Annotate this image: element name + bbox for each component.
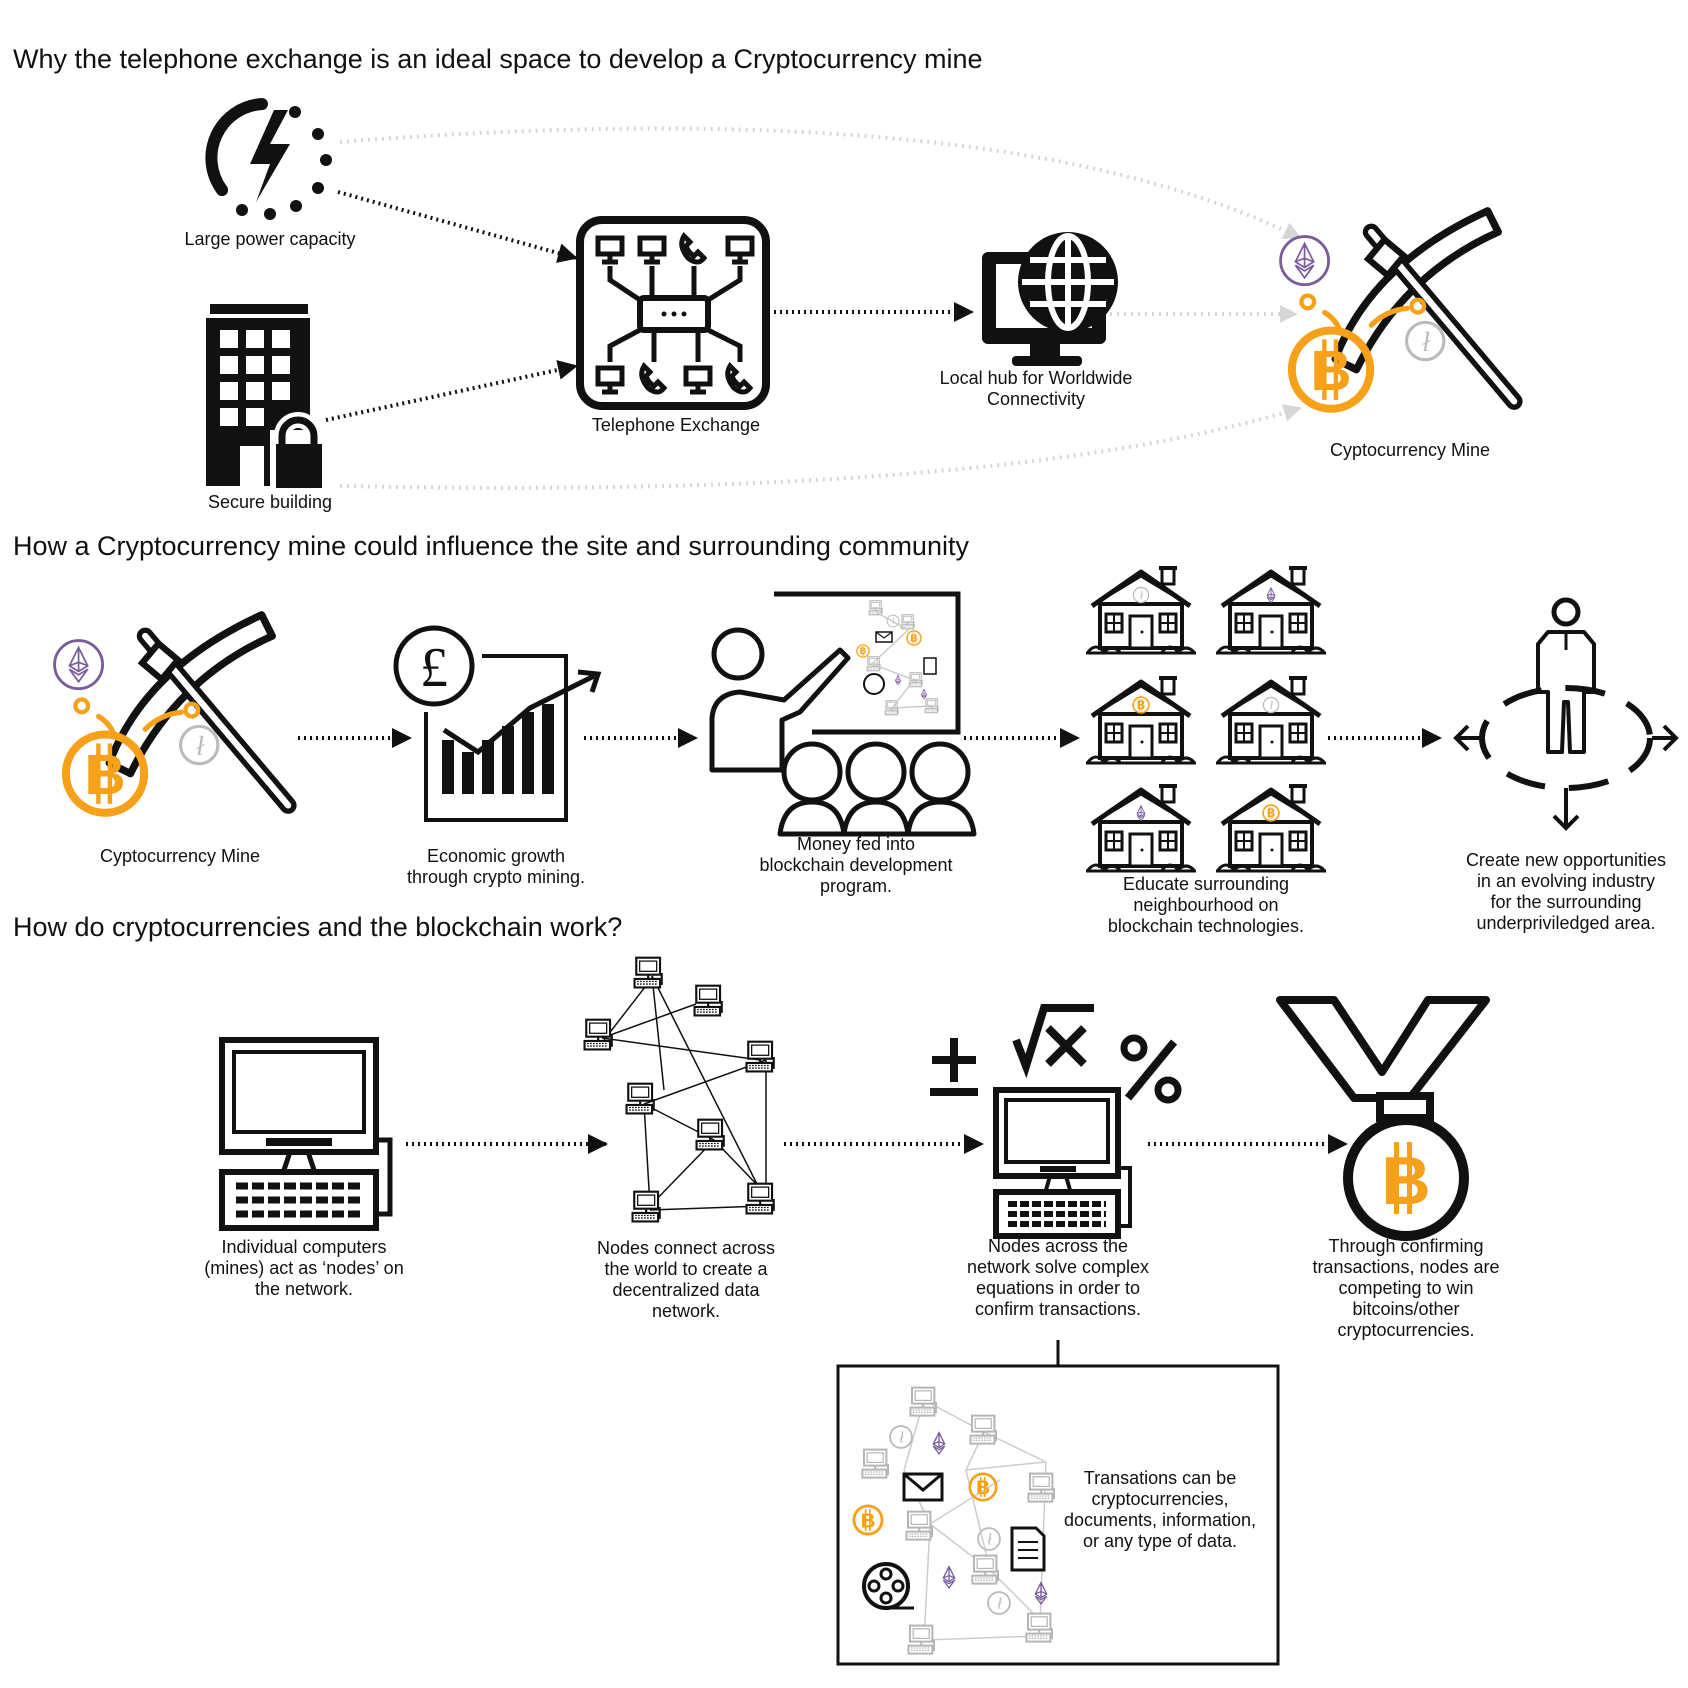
pound-growth-chart-icon: £ [393, 625, 602, 822]
mine-label: Cyptocurrency Mine [1330, 440, 1490, 460]
svg-text:B: B [1381, 1143, 1430, 1219]
program-label-line: blockchain development [759, 855, 952, 875]
house-icon [1216, 566, 1326, 653]
transaction-label-line: cryptocurrencies, [1091, 1489, 1228, 1509]
envelope-icon [902, 1472, 944, 1502]
transaction-label-line: documents, information, [1064, 1510, 1256, 1530]
network-label-line: the world to create a [604, 1259, 768, 1279]
reward-label-line: bitcoins/other [1352, 1299, 1459, 1319]
transaction-network-illustration [852, 1386, 1055, 1655]
telephone-exchange-icon [576, 216, 770, 410]
hub-label-line: Connectivity [987, 389, 1085, 409]
node-network-icon [583, 956, 775, 1223]
desktop-computer-icon [219, 1037, 393, 1231]
transaction-label-line: or any type of data. [1083, 1531, 1237, 1551]
reward-label-line: transactions, nodes are [1312, 1257, 1499, 1277]
house-icon [1086, 676, 1196, 763]
house-icon [1216, 676, 1326, 763]
computer-label-line: Individual computers [221, 1237, 386, 1257]
transaction-label-line: Transations can be [1084, 1468, 1236, 1488]
program-label-line: Money fed into [797, 834, 915, 854]
arrow-power-to-exchange [337, 190, 578, 263]
section3-title: How do cryptocurrencies and the blockcha… [13, 912, 622, 942]
building-label: Secure building [208, 492, 332, 512]
computer-label: Individual computers(mines) act as ‘node… [204, 1237, 403, 1299]
math-computer-icon [930, 1004, 1182, 1239]
solve-label-line: equations in order to [976, 1278, 1140, 1298]
network-label-line: Nodes connect across [597, 1238, 775, 1258]
solve-label-line: confirm transactions. [975, 1299, 1141, 1319]
pickaxe-coins-icon [55, 615, 289, 813]
educate-label-line: blockchain technologies. [1108, 916, 1304, 936]
growth-label-line: Economic growth [427, 846, 565, 866]
opportunity-label-line: underpriviledged area. [1476, 913, 1655, 933]
power-label: Large power capacity [184, 229, 355, 249]
opportunity-label-line: for the surrounding [1490, 892, 1641, 912]
document-icon [1010, 1526, 1046, 1572]
secure-building-icon [206, 304, 326, 488]
person-opportunities-icon [1453, 597, 1679, 831]
network-label-line: decentralized data [612, 1280, 760, 1300]
computer-label-line: the network. [255, 1279, 353, 1299]
mine-label-2: Cyptocurrency Mine [100, 846, 260, 866]
house-icon [1086, 566, 1196, 653]
network-label-line: network. [652, 1301, 720, 1321]
growth-label-line: through crypto mining. [407, 867, 585, 887]
hub-label-line: Local hub for Worldwide [940, 368, 1133, 388]
svg-text:£: £ [420, 637, 448, 699]
section1-title: Why the telephone exchange is an ideal s… [13, 44, 983, 74]
bitcoin-medal-icon: B [1276, 996, 1490, 1241]
educate-label-line: neighbourhood on [1133, 895, 1278, 915]
opportunity-label-line: in an evolving industry [1477, 871, 1655, 891]
solve-label-line: Nodes across the [988, 1236, 1128, 1256]
arrow-building-to-exchange [325, 360, 578, 422]
house-icon [1216, 784, 1326, 871]
houses-grid [1086, 566, 1326, 871]
house-icon [1086, 784, 1196, 871]
reward-label-line: competing to win [1338, 1278, 1473, 1298]
reward-label-line: cryptocurrencies. [1337, 1320, 1474, 1340]
opportunity-label-line: Create new opportunities [1466, 850, 1666, 870]
educate-label-line: Educate surrounding [1123, 874, 1289, 894]
teacher-presentation-icon [709, 591, 977, 837]
faint-arrow-power-to-mine [339, 126, 1302, 240]
lightning-power-icon [205, 98, 332, 220]
exchange-label: Telephone Exchange [592, 415, 760, 435]
solve-label-line: network solve complex [967, 1257, 1149, 1277]
computer-label-line: (mines) act as ‘nodes’ on [204, 1258, 403, 1278]
reward-label-line: Through confirming [1328, 1236, 1483, 1256]
pickaxe-coins-icon [1281, 211, 1515, 409]
program-label-line: program. [820, 876, 892, 896]
globe-computer-icon [982, 232, 1118, 366]
film-reel-icon [862, 1562, 914, 1610]
faint-arrow-building-to-mine [339, 404, 1302, 490]
section2-title: How a Cryptocurrency mine could influenc… [13, 531, 969, 561]
